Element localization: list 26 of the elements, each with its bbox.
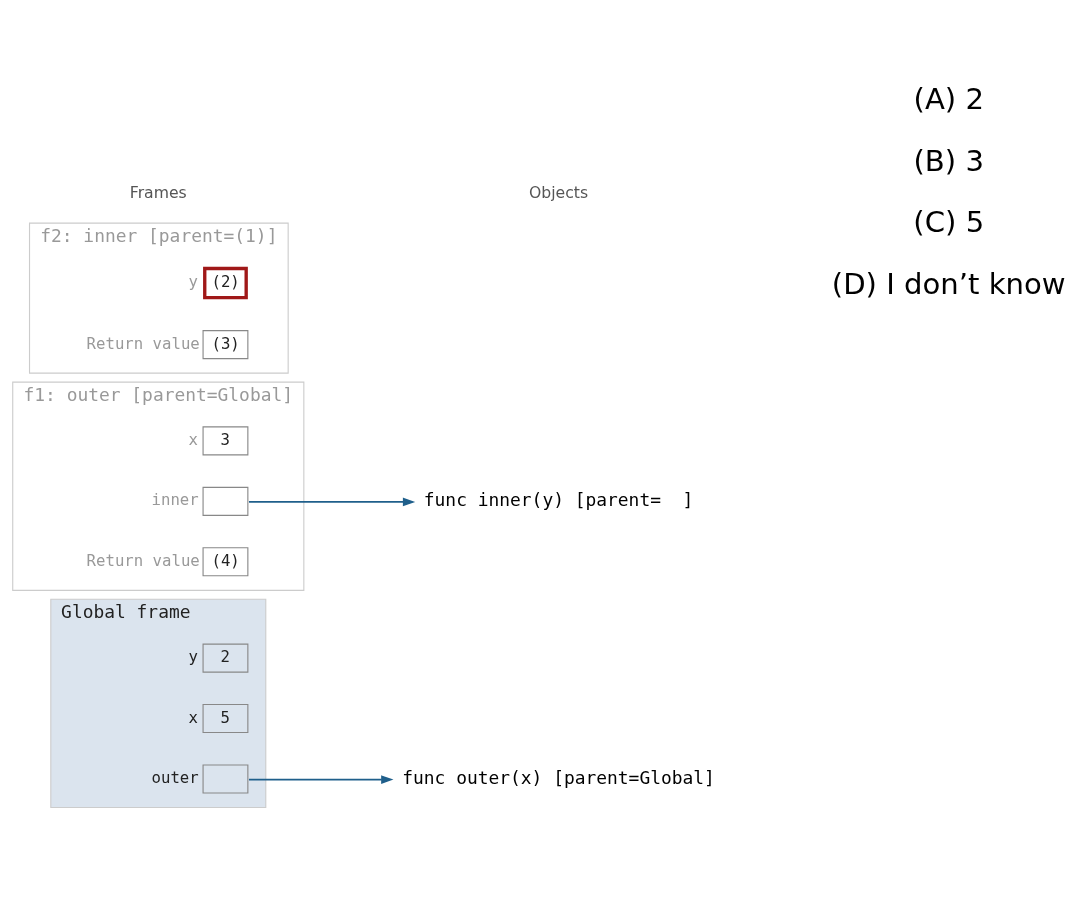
- node-box: 5: [202, 703, 249, 733]
- node-label: y: [188, 646, 198, 666]
- node-box: (3): [202, 329, 249, 359]
- node-box: (2): [203, 266, 248, 299]
- node-label: Return value: [86, 550, 200, 570]
- label: (C) 5: [913, 204, 985, 239]
- label: Frames: [129, 182, 187, 202]
- node-box: (4): [202, 546, 249, 576]
- arrow: [248, 774, 394, 784]
- label: (D) I don’t know: [831, 266, 1066, 301]
- node-label: outer: [151, 767, 199, 787]
- node-label: y: [188, 271, 198, 291]
- label: Objects: [528, 182, 589, 202]
- label: (B) 3: [913, 143, 984, 178]
- node-label: x: [188, 429, 198, 449]
- node-box: [202, 763, 249, 794]
- label: (A) 2: [913, 81, 984, 116]
- node-box: [202, 486, 249, 516]
- node-label: Return value: [86, 333, 200, 353]
- arrow: [248, 497, 416, 506]
- node-label: x: [188, 707, 198, 727]
- node-text: func inner(y) [parent= ]: [423, 488, 694, 510]
- node-box: 3: [202, 425, 249, 455]
- node-text: func outer(x) [parent=Global]: [402, 766, 715, 788]
- node-box: 2: [202, 643, 249, 673]
- node-label: inner: [151, 489, 199, 509]
